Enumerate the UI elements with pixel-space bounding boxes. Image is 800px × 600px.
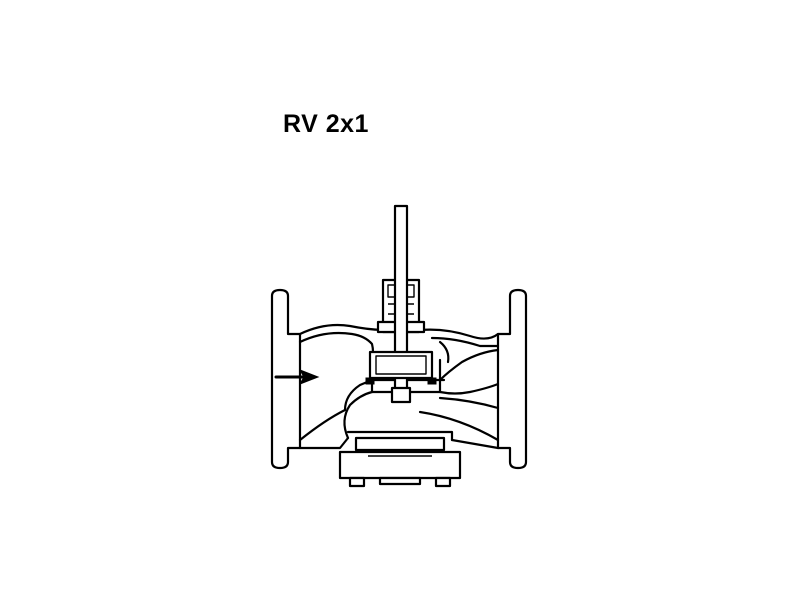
bottom-cover — [338, 430, 462, 488]
valve-plug — [365, 350, 437, 404]
right-flange — [496, 288, 528, 470]
valve-body — [298, 323, 500, 450]
left-flange — [270, 288, 302, 470]
flow-direction-arrow-icon — [274, 369, 320, 385]
valve-model-label: RV 2x1 — [283, 110, 369, 138]
